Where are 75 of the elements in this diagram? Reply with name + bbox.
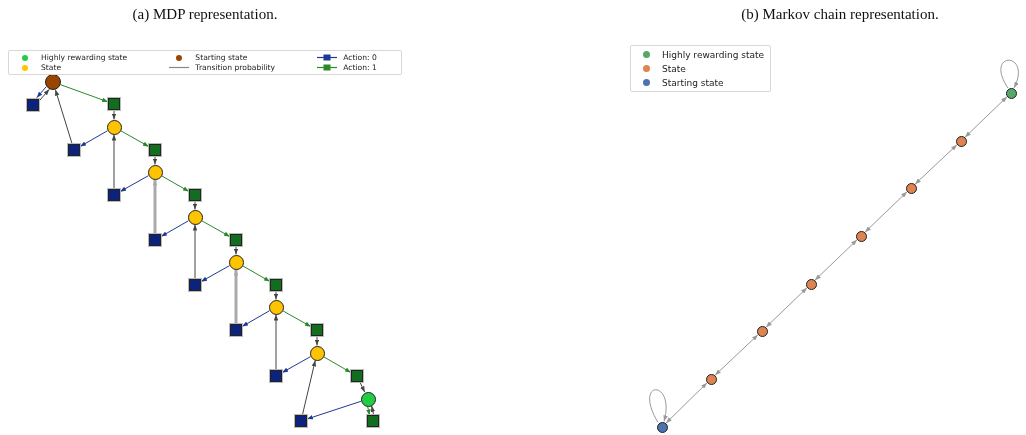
- legend-label: State: [662, 63, 686, 74]
- arrow: [242, 265, 271, 283]
- action-square: [367, 415, 379, 427]
- arrow: [119, 175, 149, 193]
- arrow: [192, 200, 198, 210]
- state-circle: [309, 345, 325, 361]
- state-circle: [855, 230, 867, 242]
- self-loop-arrow: [649, 389, 668, 423]
- arrow: [120, 130, 150, 148]
- arrow: [964, 96, 1008, 138]
- action-square: [27, 99, 39, 111]
- action-square: [149, 234, 161, 246]
- arrow: [814, 239, 858, 281]
- state-circle: [228, 254, 244, 270]
- arrow: [301, 359, 317, 416]
- action-square: [189, 279, 201, 291]
- arrow: [111, 109, 117, 120]
- arrow: [273, 314, 279, 371]
- arrow: [233, 245, 239, 255]
- arrow: [60, 84, 109, 103]
- action-square: [108, 98, 120, 110]
- action-square: [149, 144, 161, 156]
- arrow: [152, 155, 158, 165]
- action-square: [189, 189, 201, 201]
- state-circle: [1005, 87, 1017, 99]
- action-square: [230, 324, 242, 336]
- state-circle: [905, 182, 917, 194]
- arrow: [273, 290, 279, 300]
- arrow: [161, 175, 190, 193]
- legend-label: Starting state: [662, 77, 724, 88]
- arrow: [241, 310, 270, 328]
- arrow: [200, 265, 230, 283]
- action-square: [351, 370, 363, 382]
- panel-title: (a) MDP representation.: [132, 6, 278, 23]
- state-circle: [656, 421, 668, 433]
- action-square: [68, 144, 80, 156]
- arrow: [359, 381, 366, 393]
- state-circle: [756, 325, 768, 337]
- arrow: [111, 134, 117, 190]
- arrow: [765, 287, 808, 328]
- state-circle: [187, 209, 203, 225]
- arrow: [665, 382, 708, 424]
- state-circle: [147, 164, 163, 180]
- action-square: [230, 234, 242, 246]
- state-circle: [106, 119, 122, 135]
- arrow: [306, 400, 362, 420]
- arrow: [314, 335, 320, 346]
- arrow: [54, 89, 73, 145]
- arrow: [370, 405, 376, 416]
- arrow: [233, 269, 239, 324]
- arrow: [864, 191, 908, 233]
- arrow: [366, 406, 371, 416]
- arrow: [192, 224, 198, 280]
- arrow: [282, 310, 312, 328]
- action-square: [270, 370, 282, 382]
- state-circle: [955, 135, 967, 147]
- arrow: [914, 144, 958, 185]
- arrow: [160, 220, 189, 238]
- arrow: [323, 356, 352, 374]
- self-loop-arrow: [1000, 59, 1019, 89]
- state-circle: [268, 299, 284, 315]
- arrow: [152, 179, 158, 234]
- action-square: [295, 415, 307, 427]
- action-square: [270, 279, 282, 291]
- state-circle: [360, 391, 376, 407]
- action-square: [108, 189, 120, 201]
- action-square: [311, 324, 323, 336]
- arrow: [79, 130, 108, 148]
- state-circle: [705, 373, 717, 385]
- arrow: [281, 356, 311, 374]
- arrow: [714, 334, 759, 376]
- arrow: [201, 220, 231, 238]
- panel-title: (b) Markov chain representation.: [741, 6, 939, 23]
- legend-label: Highly rewarding state: [662, 49, 765, 60]
- state-circle: [805, 278, 817, 290]
